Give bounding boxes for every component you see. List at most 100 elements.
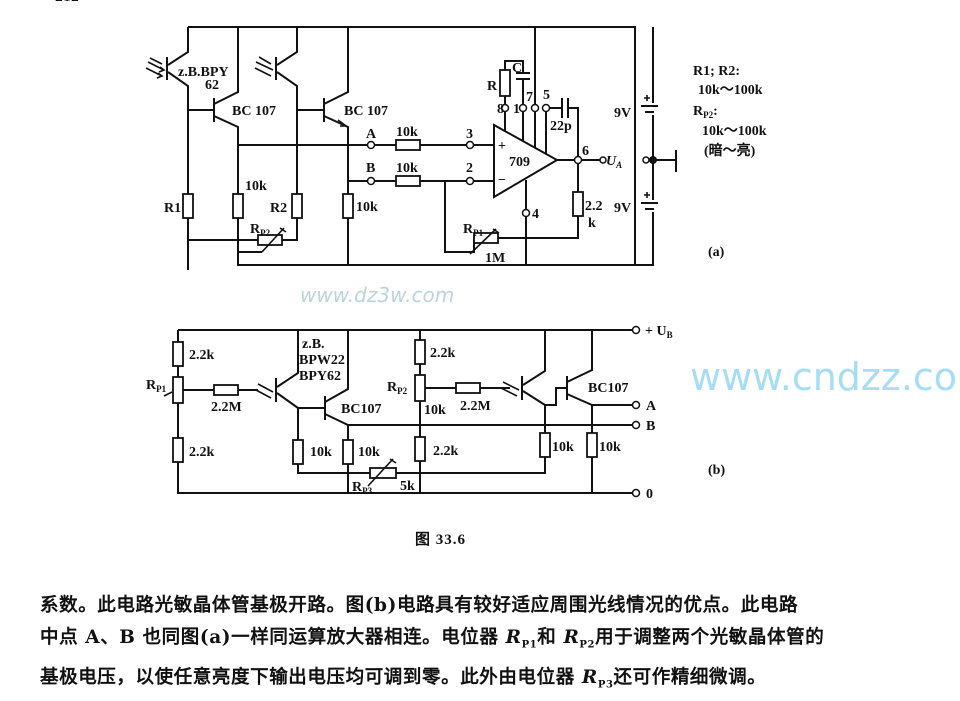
resistor-r1 <box>182 193 194 219</box>
phototransistor-b1 <box>255 330 299 409</box>
label-bc107-2: BC 107 <box>344 104 388 119</box>
transistor-bc107-1-a <box>188 27 239 265</box>
note-range-2: 10k～100k <box>702 124 767 139</box>
watermark-main: www.cndzz.com <box>690 355 960 399</box>
label-comp-c: C <box>512 61 522 76</box>
potentiometer-rp1-b <box>172 376 184 404</box>
label-plus-input: + <box>498 139 506 154</box>
label-rp3: RP3 <box>352 480 373 496</box>
label-2.2k-top-mid: 2.2k <box>430 346 456 361</box>
label-2.2k-bottom-left: 2.2k <box>189 445 215 460</box>
resistor-r2 <box>291 193 303 219</box>
compensation-resistor <box>499 69 511 97</box>
label-zb: z.B. <box>302 337 325 352</box>
label-pin-4: 4 <box>532 207 539 222</box>
phototransistor-b2 <box>500 330 546 406</box>
resistor-10k-emitter-1 <box>232 193 244 219</box>
label-2.2-k: k <box>588 216 596 231</box>
label-terminal-a: A <box>646 399 657 414</box>
resistor-10k-b1 <box>292 439 304 465</box>
label-bpy62: z.B.BPY <box>178 65 229 80</box>
node-b-terminal <box>366 176 376 186</box>
label-10k-a: 10k <box>396 125 418 140</box>
terminal-b <box>631 420 641 430</box>
label-2.2: 2.2 <box>585 199 603 214</box>
label-2.2k-top-left: 2.2k <box>189 348 215 363</box>
label-pin-7: 7 <box>526 90 533 105</box>
label-10k-b1: 10k <box>310 445 332 460</box>
label-bc107-b1: BC107 <box>341 402 381 417</box>
phototransistor-1-a <box>145 27 189 270</box>
resistor-2.2M-right <box>455 382 481 394</box>
label-rp1-a: RP1 <box>463 222 484 238</box>
label-terminal-ub: + UB <box>645 324 673 340</box>
resistor-2.2k-top-mid <box>414 339 426 365</box>
label-battery-top: 9V <box>614 106 631 121</box>
label-node-a: A <box>366 127 377 142</box>
body-line-3: 基极电压，以使任意亮度下输出电压均可调到零。此外由电位器 RP3还可作精细微调。 <box>40 666 767 691</box>
resistor-2.2k-bottom-mid <box>414 436 426 462</box>
label-pin-3: 3 <box>466 127 473 142</box>
label-10k-2: 10k <box>356 200 378 215</box>
battery-9v-bottom <box>641 192 658 210</box>
label-pin-1: 1 <box>513 102 520 117</box>
resistor-10k-b2 <box>342 439 354 465</box>
label-rp2-a: RP2 <box>250 222 271 238</box>
label-bpy62: BPY62 <box>299 369 341 384</box>
label-bpy62-b: 62 <box>205 78 219 93</box>
label-10k-b4: 10k <box>599 440 621 455</box>
label-node-b: B <box>366 161 375 176</box>
label-r2: R2 <box>270 201 287 216</box>
potentiometer-rp2-a <box>257 234 283 246</box>
body-line-1: 系数。此电路光敏晶体管基极开路。图(b)电路具有较好适应周围光线情况的优点。此电… <box>40 595 799 616</box>
terminal-0 <box>631 488 641 498</box>
label-pin-5: 5 <box>543 88 550 103</box>
opamp-709 <box>444 27 677 265</box>
resistor-10k-emitter-2 <box>342 193 354 219</box>
label-terminal-b: B <box>646 419 655 434</box>
label-10k-b2: 10k <box>358 445 380 460</box>
resistor-10k-b3 <box>539 432 551 458</box>
circuit-b <box>163 325 641 498</box>
resistor-2.2k-load <box>572 191 584 217</box>
label-battery-bottom: 9V <box>614 201 631 216</box>
phototransistor-2-a <box>254 27 298 240</box>
label-bc107-b2: BC107 <box>588 381 628 396</box>
label-comp-r: R <box>487 79 498 94</box>
label-10k-1: 10k <box>245 179 267 194</box>
label-rp2-10k: 10k <box>424 403 446 418</box>
resistor-10k-b <box>395 175 421 187</box>
battery-9v-top <box>641 95 658 113</box>
label-circuit-b: (b) <box>708 463 725 478</box>
label-1m: 1M <box>485 251 505 266</box>
label-2.2M-right: 2.2M <box>460 399 491 414</box>
body-paragraph: 系数。此电路光敏晶体管基极开路。图(b)电路具有较好适应周围光线情况的优点。此电… <box>40 590 920 701</box>
label-2.2k-bottom-mid: 2.2k <box>433 444 459 459</box>
figure-caption: 图 33.6 <box>415 532 467 548</box>
label-r1: R1 <box>164 201 181 216</box>
label-terminal-0: 0 <box>646 487 653 502</box>
terminal-a <box>631 400 641 410</box>
resistor-2.2M-left <box>213 384 239 396</box>
label-10k-b3: 10k <box>552 440 574 455</box>
node-a-terminal <box>366 140 376 150</box>
page-number: 212 <box>55 0 79 6</box>
terminal-ub <box>631 325 641 335</box>
label-circuit-a: (a) <box>708 245 725 260</box>
label-minus-input: − <box>498 173 506 188</box>
label-2.2M-left: 2.2M <box>211 400 242 415</box>
resistor-10k-b4 <box>586 432 598 458</box>
label-22p: 22p <box>550 119 572 134</box>
label-rp2-b: RP2 <box>387 380 408 396</box>
label-pin-2: 2 <box>466 161 473 176</box>
label-bc107-1: BC 107 <box>232 104 276 119</box>
label-pin-8: 8 <box>497 102 504 117</box>
note-r1-r2: R1; R2: <box>693 64 740 79</box>
label-bpw22: BPW22 <box>299 353 345 368</box>
label-rp1-b: RP1 <box>146 378 167 394</box>
note-range-1: 10k～100k <box>698 83 763 98</box>
top-rail-a <box>188 26 636 265</box>
note-rp2: RP2: <box>693 104 718 120</box>
label-opamp-709: 709 <box>509 155 530 170</box>
